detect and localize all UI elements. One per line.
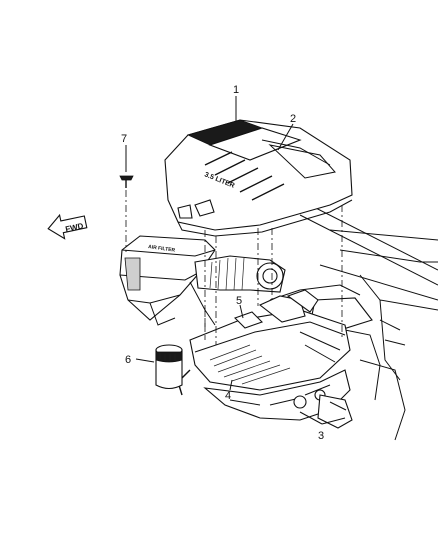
callout-2: 2 [290,113,296,125]
callout-3: 3 [318,430,324,442]
lower-intake-and-engine [203,369,353,429]
oil-filter [155,344,183,390]
callout-5: 5 [236,295,242,307]
leader-lines [125,96,346,425]
callout-labels: 1 2 3 4 5 6 7 [121,84,324,442]
callout-4: 4 [225,390,231,402]
callout-1: 1 [233,84,239,96]
alignment-lines [125,190,343,345]
intake-manifold [177,289,351,396]
forward-direction-label: FWD [65,221,85,234]
push-pin-fastener [119,175,134,188]
air-cleaner-text: AIR FILTER [148,244,176,254]
engine-cover: 3.5 LITER [164,119,353,237]
callout-6: 6 [125,354,131,366]
callout-7: 7 [121,133,127,145]
air-intake-tube [189,255,286,326]
forward-direction-arrow: FWD [47,213,88,240]
air-cleaner-housing: AIR FILTER [119,235,216,326]
